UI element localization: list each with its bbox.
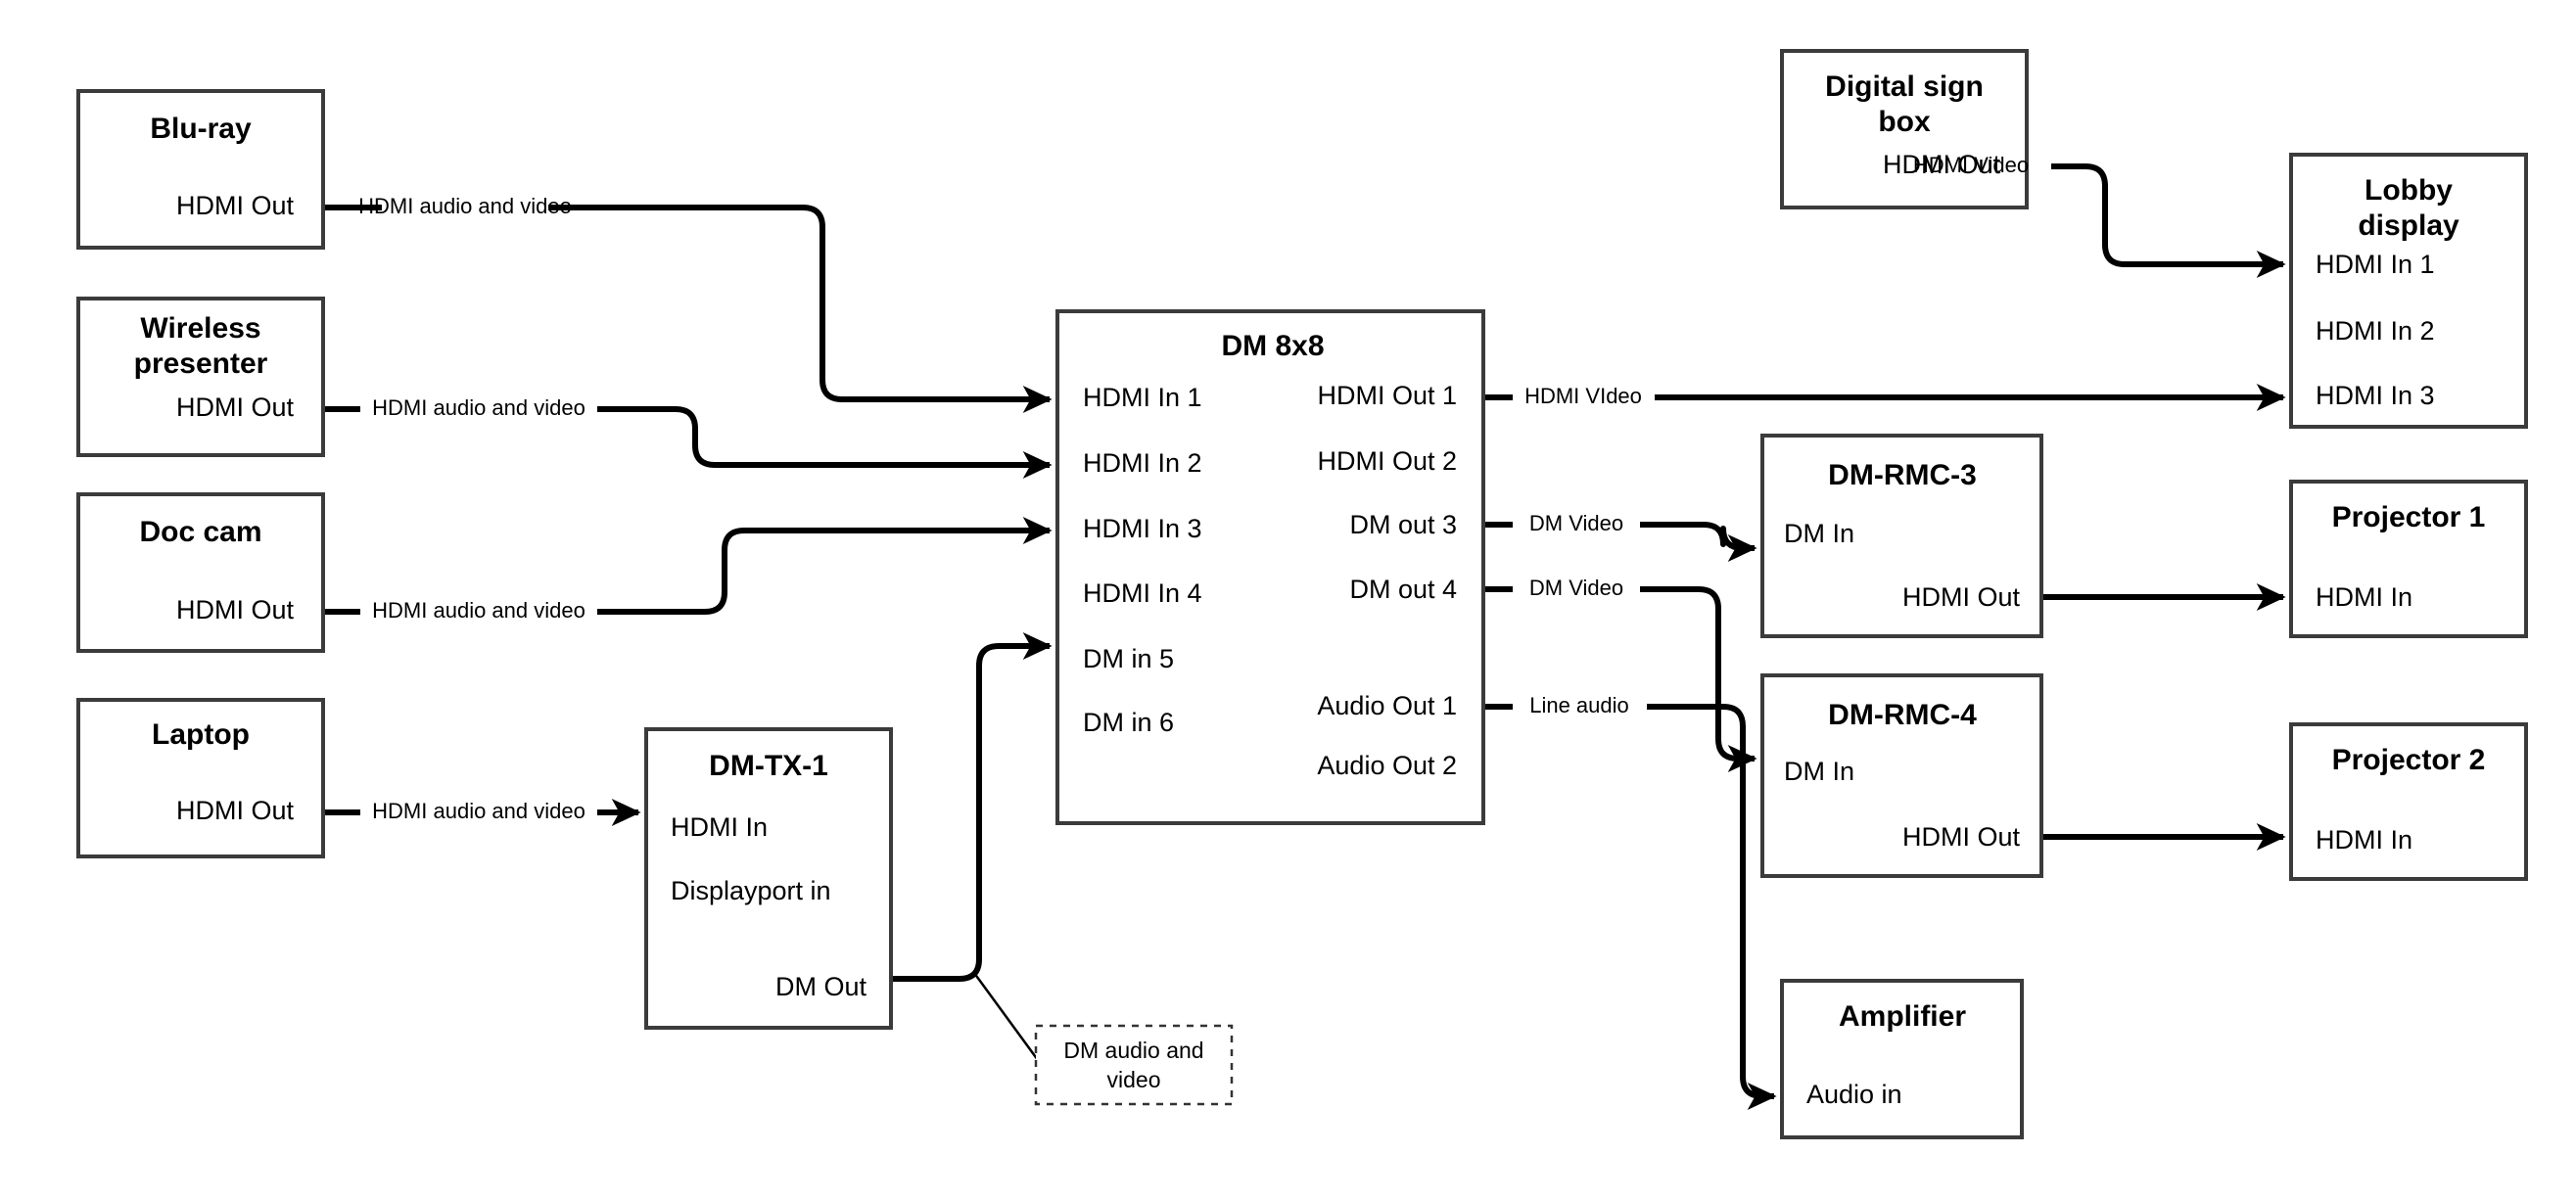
port-dm-8x8-hdmi-out-2: HDMI Out 2 [1317, 446, 1457, 476]
link-dmout4-to-rmc4 [1481, 586, 1755, 759]
node-title-lobby-display-line2: display [2358, 209, 2459, 242]
node-doc-cam[interactable]: Doc cam HDMI Out [76, 492, 325, 653]
edge-label-hdmiout1-to-lobby: HDMI VIdeo [1524, 384, 1642, 408]
port-wireless-presenter-hdmi-out: HDMI Out [176, 393, 295, 422]
port-dm-8x8-dm-out-3: DM out 3 [1349, 510, 1457, 539]
node-dm-rmc-3[interactable]: DM-RMC-3 DM In HDMI Out [1760, 434, 2043, 638]
link-dmtx1-to-dm8x8 [891, 631, 1053, 982]
node-title-dm-tx-1: DM-TX-1 [709, 750, 828, 782]
link-dmout3-to-rmc3 [1481, 525, 1755, 548]
node-title-dm-rmc-3: DM-RMC-3 [1828, 459, 1977, 491]
port-dm-8x8-hdmi-in-3: HDMI In 3 [1083, 514, 1202, 543]
port-dm-8x8-dm-out-4: DM out 4 [1349, 575, 1457, 604]
node-title-dm-8x8: DM 8x8 [1221, 330, 1324, 362]
port-doc-cam-hdmi-out: HDMI Out [176, 595, 295, 624]
node-projector-2[interactable]: Projector 2 HDMI In [2289, 722, 2528, 881]
port-dm-8x8-audio-out-1: Audio Out 1 [1317, 691, 1457, 720]
node-title-dm-rmc-4: DM-RMC-4 [1828, 699, 1977, 731]
node-title-wireless-presenter-line1: Wireless [140, 312, 260, 345]
note-dm-audio-and-video: DM audio and video [1034, 1024, 1234, 1106]
port-amplifier-audio-in: Audio in [1806, 1080, 1902, 1109]
port-digital-sign-box-hdmi-out: HDMI Out [1883, 150, 2001, 179]
edge-label-signbox-to-lobby: HDMI Video [1913, 153, 2029, 177]
node-amplifier[interactable]: Amplifier Audio in [1780, 979, 2024, 1139]
link-bluray-to-dm8x8 [323, 205, 1050, 399]
edge-label-laptop-to-dmtx1: HDMI audio and video [372, 799, 585, 823]
port-dm-8x8-hdmi-in-1: HDMI In 1 [1083, 383, 1202, 412]
port-projector-1-hdmi-in: HDMI In [2316, 582, 2412, 612]
node-projector-1[interactable]: Projector 1 HDMI In [2289, 480, 2528, 638]
node-title-laptop: Laptop [152, 718, 250, 751]
edge-label-audioout1-to-amplifier: Line audio [1529, 693, 1629, 717]
node-title-digital-sign-box-line1: Digital sign [1825, 70, 1984, 103]
link-wireless-to-dm8x8 [323, 406, 1050, 465]
node-title-projector-1: Projector 1 [2332, 501, 2486, 533]
node-title-lobby-display-line1: Lobby [2365, 174, 2453, 207]
port-dm-rmc-3-dm-in: DM In [1784, 519, 1854, 548]
link-doccam-to-dm8x8 [323, 531, 1050, 615]
node-dm-rmc-4[interactable]: DM-RMC-4 DM In HDMI Out [1760, 673, 2043, 878]
node-lobby-display[interactable]: Lobby display HDMI In 1 HDMI In 2 HDMI I… [2289, 153, 2528, 429]
port-lobby-display-hdmi-in-1: HDMI In 1 [2316, 250, 2435, 279]
port-dm-rmc-4-dm-in: DM In [1784, 757, 1854, 786]
node-blu-ray[interactable]: Blu-ray HDMI Out [76, 89, 325, 250]
port-dm-8x8-dm-in-6: DM in 6 [1083, 708, 1174, 737]
port-dm-rmc-4-hdmi-out: HDMI Out [1902, 822, 2021, 852]
port-dm-8x8-hdmi-in-4: HDMI In 4 [1083, 578, 1202, 608]
link-audioout1-to-amplifier [1481, 704, 1774, 1096]
node-laptop[interactable]: Laptop HDMI Out [76, 698, 325, 858]
edge-label-doccam-to-dm8x8: HDMI audio and video [372, 598, 585, 623]
port-dm-rmc-3-hdmi-out: HDMI Out [1902, 582, 2021, 612]
node-digital-sign-box[interactable]: Digital sign box HDMI Out [1780, 49, 2029, 209]
callout-line-dm-audio-video [972, 972, 1040, 1061]
port-dm-tx-1-displayport-in: Displayport in [671, 876, 831, 905]
node-title-projector-2: Projector 2 [2332, 744, 2486, 776]
node-wireless-presenter[interactable]: Wireless presenter HDMI Out [76, 297, 325, 457]
port-dm-8x8-dm-in-5: DM in 5 [1083, 644, 1174, 673]
node-title-doc-cam: Doc cam [139, 516, 261, 548]
node-title-blu-ray: Blu-ray [150, 113, 252, 145]
port-projector-2-hdmi-in: HDMI In [2316, 825, 2412, 855]
node-dm-tx-1[interactable]: DM-TX-1 HDMI In Displayport in DM Out [644, 727, 893, 1030]
port-dm-8x8-audio-out-2: Audio Out 2 [1317, 751, 1457, 780]
port-dm-8x8-hdmi-out-1: HDMI Out 1 [1317, 381, 1457, 410]
node-dm-8x8[interactable]: DM 8x8 HDMI In 1 HDMI In 2 HDMI In 3 HDM… [1055, 309, 1485, 825]
edge-label-dmout4-to-rmc4: DM Video [1529, 576, 1623, 600]
node-title-wireless-presenter-line2: presenter [134, 347, 268, 380]
port-dm-tx-1-hdmi-in: HDMI In [671, 812, 768, 842]
note-dm-audio-and-video-line1: DM audio and [1063, 1038, 1203, 1063]
port-laptop-hdmi-out: HDMI Out [176, 796, 295, 825]
port-dm-tx-1-dm-out: DM Out [775, 972, 867, 1001]
port-blu-ray-hdmi-out: HDMI Out [176, 191, 295, 220]
edge-label-wireless-to-dm8x8: HDMI audio and video [372, 395, 585, 420]
edge-label-dmout3-to-rmc3: DM Video [1529, 511, 1623, 535]
edge-label-bluray-to-dm8x8: HDMI audio and video [358, 194, 572, 218]
port-lobby-display-hdmi-in-2: HDMI In 2 [2316, 316, 2435, 346]
port-dm-8x8-hdmi-in-2: HDMI In 2 [1083, 448, 1202, 478]
port-lobby-display-hdmi-in-3: HDMI In 3 [2316, 381, 2435, 410]
node-title-digital-sign-box-line2: box [1878, 106, 1931, 138]
node-title-amplifier: Amplifier [1839, 1000, 1966, 1033]
note-dm-audio-and-video-line2: video [1107, 1067, 1161, 1092]
